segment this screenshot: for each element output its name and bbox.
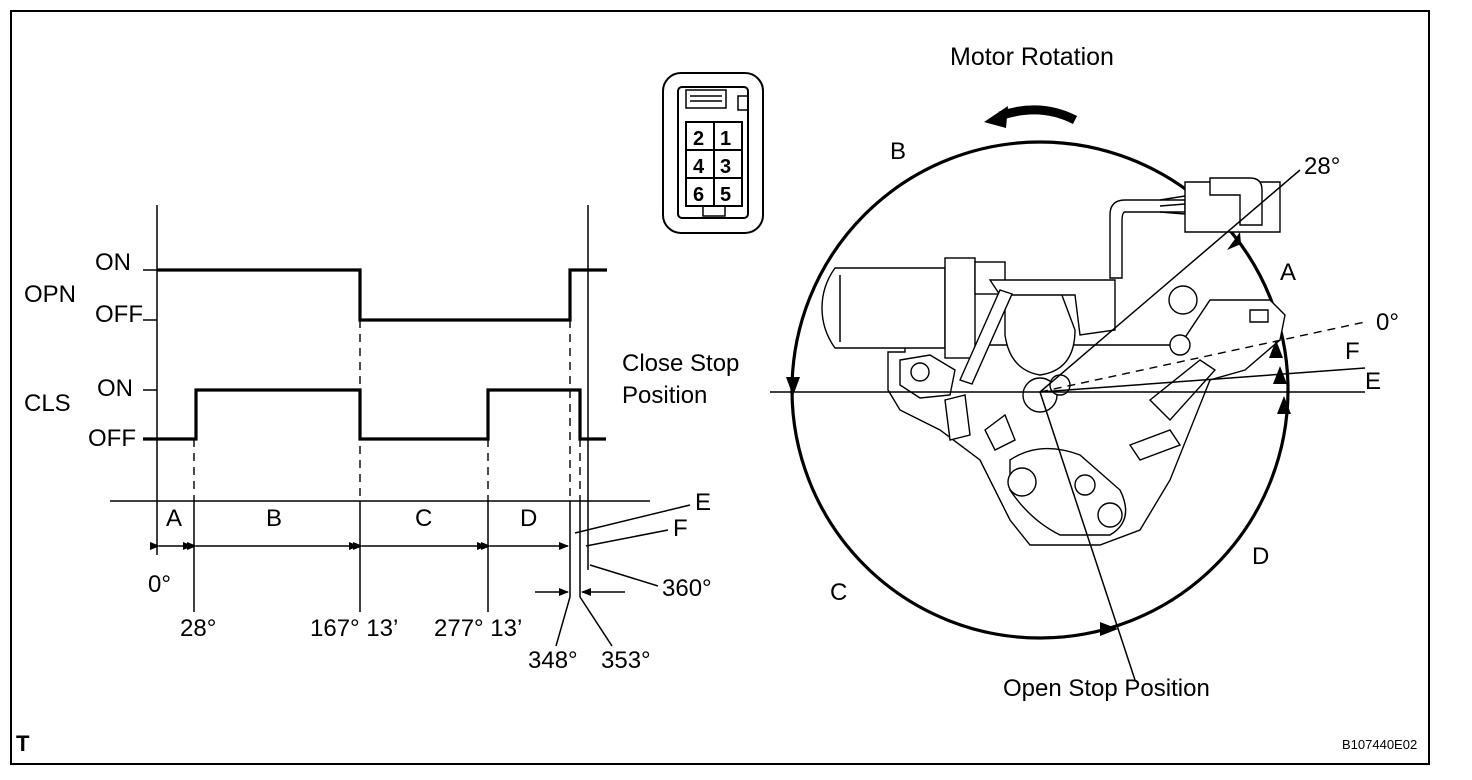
section-label-b: B — [266, 505, 282, 532]
a-zone-arrow-icon — [1269, 340, 1283, 358]
e-zone-arrow-icon — [1277, 396, 1291, 414]
leader-360 — [589, 564, 659, 587]
section-label-e: E — [695, 489, 711, 516]
leader-e — [574, 504, 691, 534]
motor-rotation-title: Motor Rotation — [950, 43, 1114, 71]
open-stop-line — [1039, 391, 1136, 681]
zone-label-c: C — [830, 579, 847, 606]
angle-28: 28° — [180, 615, 216, 642]
opn-off-label: OFF — [95, 301, 143, 328]
connector-pin-4: 4 — [693, 156, 705, 178]
f-line — [1039, 367, 1366, 393]
signal-name-opn: OPN — [24, 281, 76, 308]
close-stop-arrow-icon — [786, 377, 800, 396]
leader-f — [585, 529, 669, 547]
section-label-f: F — [673, 515, 688, 542]
connector-pin-6: 6 — [693, 184, 704, 206]
c-zone-arrow-icon — [1100, 622, 1118, 636]
zone-label-f: F — [1345, 338, 1360, 365]
twenty-eight-degree-line — [1039, 169, 1301, 393]
angle-348: 348° — [528, 647, 578, 674]
cls-on-label: ON — [97, 375, 133, 402]
f-zone-arrow-icon — [1273, 366, 1287, 384]
leader-348 — [555, 596, 571, 647]
cls-off-label: OFF — [88, 425, 136, 452]
connector-pin-1: 1 — [720, 128, 731, 150]
angle-167: 167° 13’ — [310, 615, 398, 642]
angle-0: 0° — [148, 571, 171, 598]
angle-360: 360° — [662, 575, 712, 602]
opn-waveform — [157, 268, 607, 322]
connector-pin-2: 2 — [693, 128, 704, 150]
rotation-arrow-icon — [998, 105, 1078, 125]
close-stop-label-line1: Close Stop — [622, 350, 739, 377]
leader-353 — [579, 596, 613, 647]
motor-view: Motor Rotation — [622, 43, 1399, 702]
section-label-a: A — [166, 505, 182, 532]
close-stop-label-line2: Position — [622, 382, 707, 409]
zone-label-b: B — [890, 138, 906, 165]
connector-pin-5: 5 — [720, 184, 731, 206]
section-label-c: C — [415, 505, 432, 532]
section-label-d: D — [520, 505, 537, 532]
actuator-mechanism — [821, 177, 1286, 546]
figure-frame — [10, 10, 1430, 765]
figure-code: B107440E02 — [1342, 737, 1417, 752]
zone-label-e: E — [1365, 368, 1381, 395]
connector-pin-3: 3 — [720, 156, 731, 178]
angle-label-0: 0° — [1376, 309, 1399, 336]
open-stop-label: Open Stop Position — [1003, 675, 1210, 702]
angle-label-28: 28° — [1304, 153, 1340, 180]
corner-mark: T — [16, 731, 30, 756]
angle-277: 277° 13’ — [434, 615, 522, 642]
timing-chart: OPN ON OFF CLS ON OFF A B C D E F 0° 28°… — [24, 205, 712, 674]
zone-label-d: D — [1252, 543, 1269, 570]
opn-on-label: ON — [95, 249, 131, 276]
zone-label-a: A — [1280, 259, 1296, 286]
cls-waveform — [143, 388, 606, 441]
angle-353: 353° — [601, 647, 651, 674]
connector-icon: 2 1 4 3 6 5 — [662, 72, 764, 234]
rotation-arrowhead-icon — [984, 106, 1008, 128]
twenty-eight-arrow-icon — [1227, 232, 1241, 250]
signal-name-cls: CLS — [24, 390, 71, 417]
